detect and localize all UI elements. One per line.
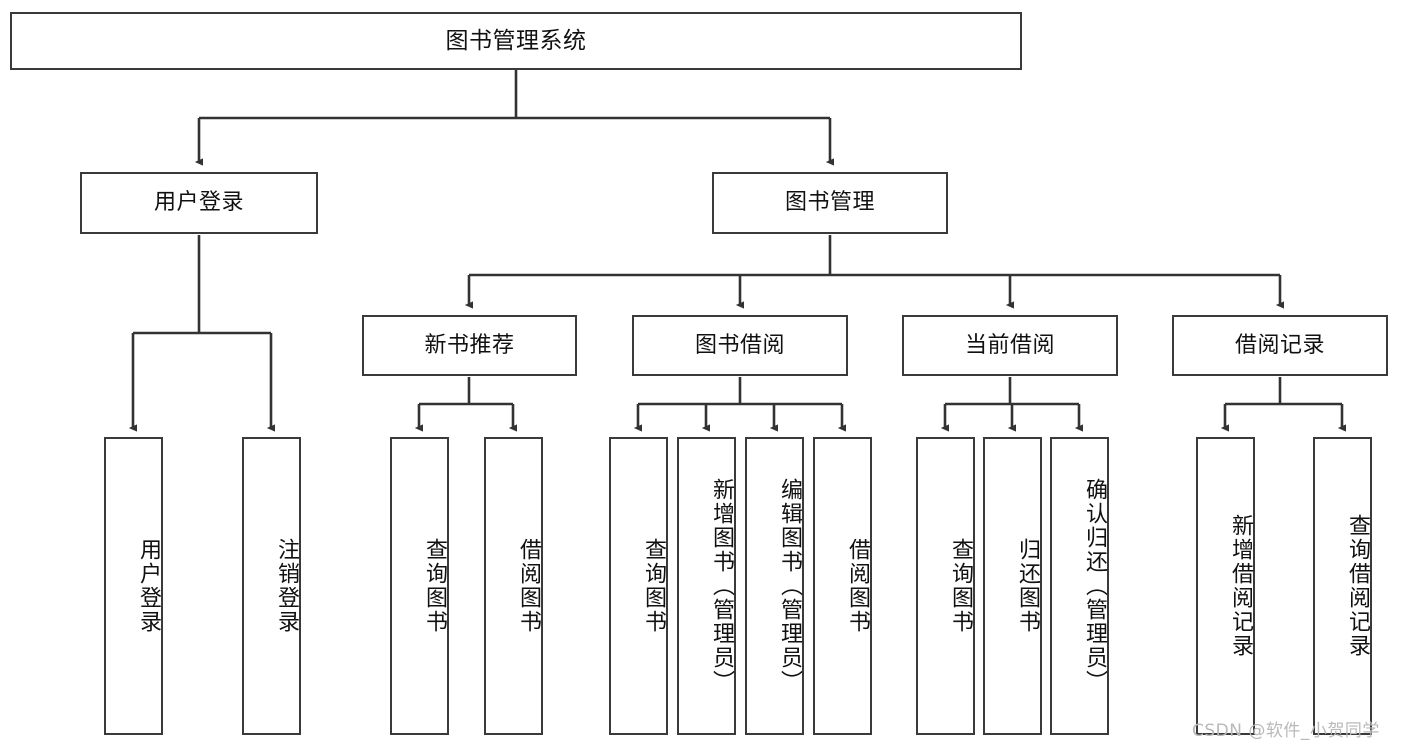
node-leaf-confirm-return-label: 确认归还（管理员） <box>1082 478 1107 694</box>
node-book-borrow-label: 图书借阅 <box>694 332 785 358</box>
node-user-login[interactable]: 用户登录 <box>80 172 318 234</box>
node-leaf-borrow-book-1[interactable]: 借阅图书 <box>484 437 543 735</box>
node-leaf-confirm-return[interactable]: 确认归还（管理员） <box>1050 437 1109 735</box>
node-book-borrow[interactable]: 图书借阅 <box>632 315 848 376</box>
node-leaf-query-book-2-label: 查询图书 <box>641 538 666 634</box>
node-leaf-logout-label: 注销登录 <box>274 538 299 634</box>
node-book-manage[interactable]: 图书管理 <box>712 172 948 234</box>
node-leaf-query-book-3[interactable]: 查询图书 <box>916 437 975 735</box>
node-leaf-query-book-2[interactable]: 查询图书 <box>609 437 668 735</box>
node-borrow-record-label: 借阅记录 <box>1234 332 1325 358</box>
node-leaf-add-book[interactable]: 新增图书（管理员） <box>677 437 736 735</box>
node-leaf-edit-book[interactable]: 编辑图书（管理员） <box>745 437 804 735</box>
node-leaf-borrow-book-2[interactable]: 借阅图书 <box>813 437 872 735</box>
node-leaf-user-login[interactable]: 用户登录 <box>104 437 163 735</box>
csdn-watermark: CSDN @软件_小贺同学 <box>1192 721 1380 741</box>
node-borrow-record[interactable]: 借阅记录 <box>1172 315 1388 376</box>
node-leaf-query-book-1[interactable]: 查询图书 <box>390 437 449 735</box>
node-leaf-return-book-label: 归还图书 <box>1015 538 1040 634</box>
node-current-borrow-label: 当前借阅 <box>964 332 1055 358</box>
node-leaf-add-book-label: 新增图书（管理员） <box>709 478 734 694</box>
node-leaf-borrow-book-1-label: 借阅图书 <box>516 538 541 634</box>
node-leaf-return-book[interactable]: 归还图书 <box>983 437 1042 735</box>
node-leaf-user-login-label: 用户登录 <box>136 538 161 634</box>
node-leaf-logout[interactable]: 注销登录 <box>242 437 301 735</box>
node-leaf-query-record-label: 查询借阅记录 <box>1345 514 1370 658</box>
node-leaf-edit-book-label: 编辑图书（管理员） <box>777 478 802 694</box>
node-book-manage-label: 图书管理 <box>784 190 875 216</box>
node-user-login-label: 用户登录 <box>153 190 244 216</box>
node-current-borrow[interactable]: 当前借阅 <box>902 315 1118 376</box>
node-root[interactable]: 图书管理系统 <box>10 12 1022 70</box>
node-leaf-query-book-1-label: 查询图书 <box>422 538 447 634</box>
node-leaf-add-record[interactable]: 新增借阅记录 <box>1196 437 1255 735</box>
node-leaf-borrow-book-2-label: 借阅图书 <box>845 538 870 634</box>
node-new-book-rec-label: 新书推荐 <box>424 332 515 358</box>
node-root-label: 图书管理系统 <box>445 27 587 54</box>
node-leaf-add-record-label: 新增借阅记录 <box>1228 514 1253 658</box>
node-leaf-query-book-3-label: 查询图书 <box>948 538 973 634</box>
node-new-book-rec[interactable]: 新书推荐 <box>362 315 577 376</box>
node-leaf-query-record[interactable]: 查询借阅记录 <box>1313 437 1372 735</box>
